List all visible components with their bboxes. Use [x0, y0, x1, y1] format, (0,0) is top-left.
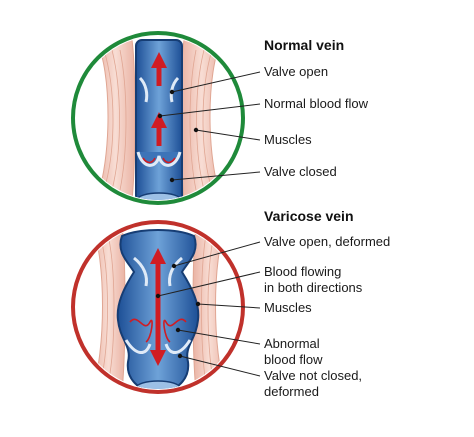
label-not-closed-2: deformed — [264, 384, 319, 399]
varicose-vein-title: Varicose vein — [264, 208, 354, 224]
muscle-right-bottom — [192, 225, 227, 389]
normal-vein-panel: Normal vein Valve open Normal blood flow… — [71, 31, 369, 205]
label-blood-flowing-2: in both directions — [264, 280, 363, 295]
varicose-vein-panel: Varicose vein Valve open, deformed Blood… — [71, 208, 390, 399]
label-valve-open-deformed: Valve open, deformed — [264, 234, 390, 249]
varicose-valve-open — [133, 256, 183, 287]
label-abnormal-1: Abnormal — [264, 336, 320, 351]
muscle-left-top — [95, 39, 136, 200]
label-normal-blood-flow: Normal blood flow — [264, 96, 369, 111]
label-muscles-bottom: Muscles — [264, 300, 312, 315]
label-not-closed-1: Valve not closed, — [264, 368, 362, 383]
varicose-valve-not-closed — [124, 339, 192, 354]
normal-vein-title: Normal vein — [264, 37, 344, 53]
label-valve-open: Valve open — [264, 64, 328, 79]
normal-flow-arrows — [151, 52, 167, 146]
label-abnormal-2: blood flow — [264, 352, 323, 367]
varicose-bidirectional-arrow — [150, 248, 166, 366]
muscle-left-bottom — [91, 225, 126, 389]
label-muscles-top: Muscles — [264, 132, 312, 147]
normal-valve-open — [138, 76, 180, 103]
label-blood-flowing-1: Blood flowing — [264, 264, 341, 279]
label-valve-closed: Valve closed — [264, 164, 337, 179]
